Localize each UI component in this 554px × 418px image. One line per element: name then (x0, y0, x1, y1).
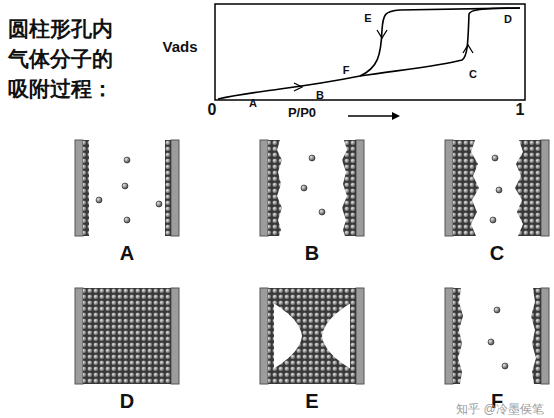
adsorbed-layer (165, 140, 171, 236)
pore-wall (541, 288, 549, 384)
chart-label: F (343, 64, 350, 76)
chart-label: A (249, 97, 257, 109)
pore-panel (445, 140, 549, 236)
chart-label: Vads (162, 38, 197, 55)
chart-label: B (316, 89, 324, 101)
watermark: 知乎 @冷墨侯笔 (456, 401, 544, 418)
gas-molecule (488, 339, 494, 345)
panel-label: B (260, 241, 364, 265)
pore-wall (445, 140, 453, 236)
pore-panel-label-box: C (445, 140, 549, 265)
chart-label: 1 (516, 101, 525, 119)
axis-arrow-head (392, 112, 400, 120)
gas-molecule (496, 187, 502, 193)
gas-molecule (301, 185, 307, 191)
chart-label: P/P0 (288, 105, 316, 120)
pore-panel (260, 288, 364, 384)
pore-wall (356, 140, 364, 236)
pore-panel-label-box: E (260, 288, 364, 413)
pore-wall (356, 288, 364, 384)
direction-arrow (463, 45, 473, 53)
panel-label: C (445, 241, 549, 265)
pore-panel-label-box: A (75, 140, 179, 265)
isotherm-chart (215, 4, 525, 120)
pore-wall (260, 288, 268, 384)
condensed-liquid (83, 288, 171, 384)
gas-molecule (309, 155, 315, 161)
panel-label: E (260, 389, 364, 413)
chart-label: 0 (208, 101, 217, 119)
adsorption-branch (218, 8, 520, 99)
direction-arrow (377, 30, 387, 38)
chart-label: E (364, 12, 371, 24)
pore-wall (541, 140, 549, 236)
adsorbed-layer (268, 140, 282, 236)
gas-molecule (96, 197, 102, 203)
gas-molecule (124, 217, 130, 223)
pore-panel-label-box: F (445, 288, 549, 413)
pore-panel (445, 288, 549, 384)
pore-wall (171, 140, 179, 236)
panel-label: A (75, 241, 179, 265)
pore-panel (260, 140, 364, 236)
gas-molecule (124, 157, 130, 163)
pore-panel (75, 140, 179, 236)
pore-wall (75, 288, 83, 384)
axis-arrow (348, 115, 398, 116)
adsorbed-layer (453, 140, 479, 236)
adsorbed-layer (453, 288, 463, 384)
pore-wall (260, 140, 268, 236)
gas-molecule (502, 363, 508, 369)
adsorbed-layer (531, 288, 541, 384)
adsorbed-layer (83, 140, 89, 236)
pore-wall (445, 288, 453, 384)
gas-molecule (122, 183, 128, 189)
chart-label: C (469, 68, 477, 80)
gas-molecule (319, 209, 325, 215)
gas-molecule (494, 307, 500, 313)
pore-panel-label-box: D (75, 288, 179, 413)
title: 圆柱形孔内 气体分子的 吸附过程： (8, 14, 126, 104)
meniscus-liquid (268, 288, 356, 384)
gas-molecule (492, 155, 498, 161)
pore-panel-label-box: B (260, 140, 364, 265)
gas-molecule (490, 217, 496, 223)
chart-label: D (504, 13, 512, 25)
pore-wall (171, 288, 179, 384)
adsorbed-layer (342, 140, 356, 236)
gas-molecule (156, 201, 162, 207)
pore-wall (75, 140, 83, 236)
desorption-branch (360, 8, 520, 76)
chart-frame (215, 4, 525, 100)
adsorbed-layer (515, 140, 541, 236)
panel-label: D (75, 389, 179, 413)
pore-panel (75, 288, 179, 384)
direction-arrow (294, 83, 302, 91)
